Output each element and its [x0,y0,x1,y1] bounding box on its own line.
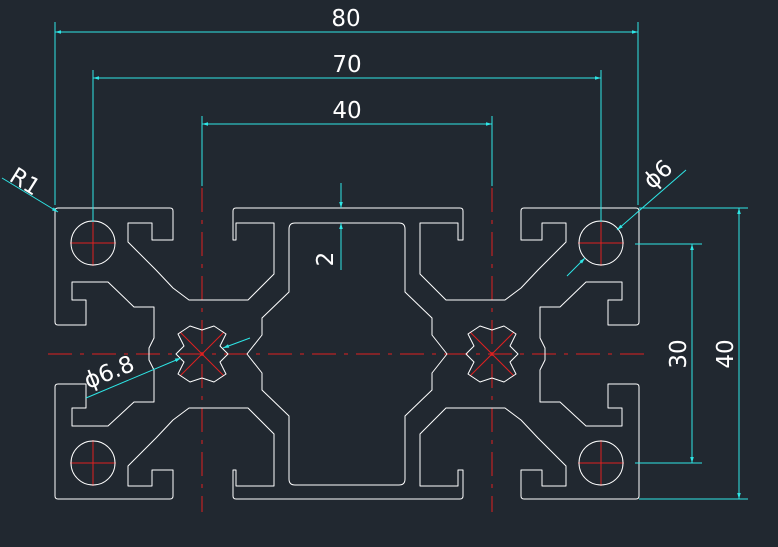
dim-40-text: 40 [332,98,361,124]
right-center-bore [465,325,519,383]
dim-40v-text: 40 [713,339,739,368]
hole-crosshairs [70,220,624,486]
dim-80-text: 80 [331,6,360,32]
corner-hole-bottom-right [578,440,624,486]
phi68-leader [85,357,182,399]
dim-30-text: 30 [666,339,692,368]
dim-70-text: 70 [332,52,361,78]
phi6-leader [616,169,687,231]
dim-2-text: 2 [313,252,339,267]
corner-hole-bottom-left [70,440,116,486]
central-chamber [246,222,448,486]
left-center-bore [175,325,229,383]
r1-text: R1 [5,163,45,201]
phi6-text: ϕ6 [639,155,679,194]
dimensions: 80 70 40 2 30 40 R1 ϕ6 ϕ6 [1,6,748,500]
r1-leader [1,177,59,213]
profile-outline [54,207,640,500]
centerlines [48,188,650,512]
outer-contour [54,207,640,500]
